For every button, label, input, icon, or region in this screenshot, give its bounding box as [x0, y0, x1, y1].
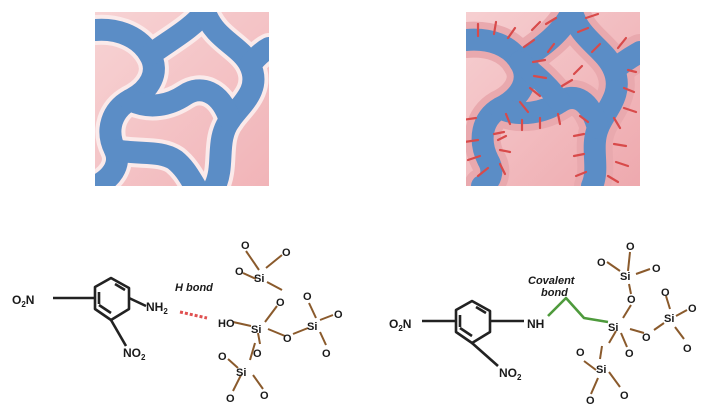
propyl-linker — [547, 296, 609, 324]
scheme-hydrogen-bond: O2N NH2 NO2 H bond — [12, 250, 334, 392]
oxygen-atom: O — [625, 348, 634, 360]
tether-tick — [466, 116, 478, 121]
oxygen-atom: O — [282, 247, 291, 259]
hydrogen-bond-dash — [179, 310, 208, 320]
tether-tick — [612, 116, 622, 130]
benzene-ring — [422, 299, 524, 367]
tether-tick — [466, 154, 482, 162]
oxygen-atom: O — [688, 303, 697, 315]
tether-tick — [522, 38, 536, 49]
tether-tick — [492, 130, 506, 136]
h-bond-label: H bond — [175, 282, 213, 294]
silicon-atom: Si — [596, 364, 606, 376]
nh-group: NH — [527, 317, 544, 331]
silicon-atom: Si — [254, 273, 264, 285]
tether-tick — [504, 112, 512, 126]
scheme-covalent-bond: O2N NH NO2 Covalent bond — [389, 251, 688, 395]
silicon-atom: Si — [608, 322, 618, 334]
benzene-ring — [53, 276, 147, 347]
tether-tick — [626, 68, 638, 74]
oxygen-atom: O — [253, 348, 262, 360]
tether-tick — [530, 20, 542, 32]
oxygen-atom: O — [652, 263, 661, 275]
oxygen-atom: O — [586, 395, 595, 407]
tether-tick — [544, 16, 558, 26]
oxygen-atom: O — [642, 332, 651, 344]
morphology-panel-physical-blend — [95, 12, 269, 186]
oxygen-atom: O — [334, 309, 343, 321]
tether-tick — [496, 134, 508, 142]
tether-tick — [616, 36, 628, 50]
tether-tick — [556, 112, 562, 126]
oxygen-atom: O — [226, 393, 235, 405]
silicon-atom: Si — [664, 313, 674, 325]
oxygen-atom: O — [322, 348, 331, 360]
tether-tick — [622, 86, 636, 94]
oxygen-atom: O — [235, 266, 244, 278]
tether-tick — [546, 42, 556, 54]
silicon-atom: Si — [620, 271, 630, 283]
oxygen-atom: O — [597, 257, 606, 269]
silicon-atom: Si — [307, 321, 317, 333]
tether-tick — [572, 152, 586, 158]
silicon-atom: Si — [236, 367, 246, 379]
tether-tick — [506, 26, 517, 40]
tether-tick — [590, 42, 602, 54]
nh2-group: NH2 — [146, 300, 168, 316]
tether-tick — [606, 174, 620, 184]
polymer-network — [466, 12, 640, 186]
covalent-label-line1: Covalent — [528, 275, 576, 287]
oxygen-atom: O — [283, 333, 292, 345]
tether-tick — [498, 162, 507, 176]
tether-tick — [584, 12, 600, 20]
siloxane-bonds — [227, 250, 334, 392]
polymer-network — [95, 12, 269, 186]
oxygen-atom: O — [661, 287, 670, 299]
tether-tick — [466, 138, 480, 143]
tether-tick — [622, 106, 638, 114]
tether-tick — [518, 100, 530, 114]
covalent-label-line2: bond — [541, 287, 568, 299]
tether-tick — [492, 20, 498, 36]
oxygen-atom: O — [218, 351, 227, 363]
oxygen-atom: O — [241, 240, 250, 252]
o2n-group: O2N — [389, 317, 411, 333]
no2-group: NO2 — [123, 346, 146, 362]
tether-tick — [560, 78, 574, 88]
hydroxyl-label: HO — [218, 318, 235, 330]
tether-tick — [531, 58, 547, 64]
tether-tick — [614, 160, 630, 168]
oxygen-atom: O — [626, 241, 635, 253]
oxygen-atom: O — [260, 390, 269, 402]
tether-tick — [572, 64, 584, 76]
tether-tick — [576, 26, 590, 34]
oxygen-atom: O — [276, 297, 285, 309]
oxygen-atom: O — [683, 343, 692, 355]
oxygen-atom: O — [576, 347, 585, 359]
oxygen-atom: O — [620, 390, 629, 402]
tether-tick — [532, 74, 548, 80]
tether-tick — [498, 148, 512, 154]
tether-tick — [572, 132, 586, 138]
tether-ticks — [466, 12, 638, 184]
oxygen-atom: O — [303, 291, 312, 303]
tether-tick — [476, 166, 490, 178]
siloxane-bonds — [583, 251, 688, 395]
no2-group: NO2 — [499, 366, 522, 382]
tether-tick — [612, 142, 628, 148]
tether-tick — [578, 114, 590, 124]
oxygen-atom: O — [627, 294, 636, 306]
tether-tick — [574, 170, 588, 178]
o2n-group: O2N — [12, 293, 34, 309]
tether-tick — [528, 86, 542, 98]
morphology-panel-grafted — [466, 12, 640, 186]
silicon-atom: Si — [251, 324, 261, 336]
